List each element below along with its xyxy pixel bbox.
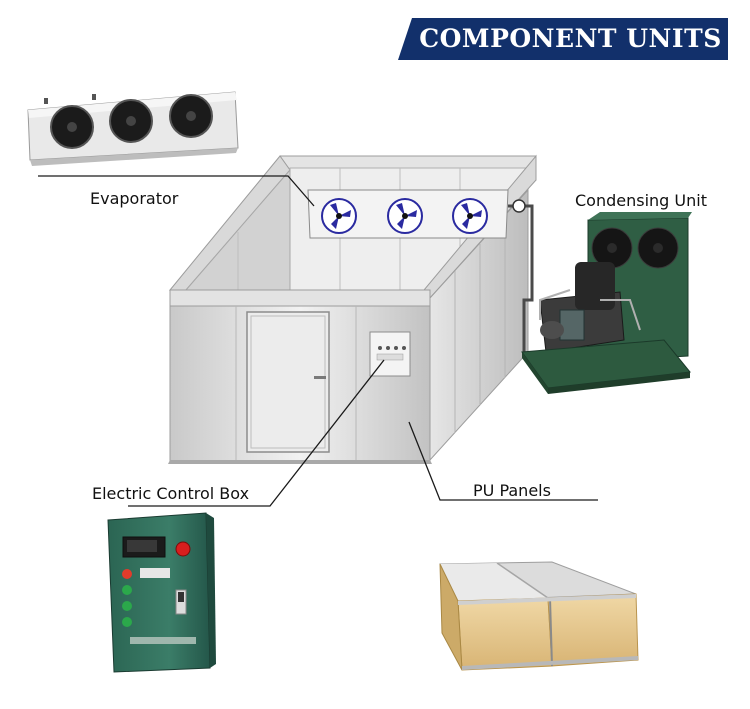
pu-panels-label: PU Panels — [473, 481, 551, 500]
pu-panels-icon — [440, 562, 638, 670]
condensing-unit-icon — [522, 212, 692, 394]
condensing-unit-label: Condensing Unit — [575, 191, 707, 210]
evaporator-icon — [28, 92, 238, 166]
control-box-icon — [108, 513, 216, 672]
evaporator-label: Evaporator — [90, 189, 178, 208]
cold-room-icon — [168, 156, 536, 464]
electric-control-box-label: Electric Control Box — [92, 484, 249, 503]
room-evaporator-icon — [308, 190, 508, 238]
